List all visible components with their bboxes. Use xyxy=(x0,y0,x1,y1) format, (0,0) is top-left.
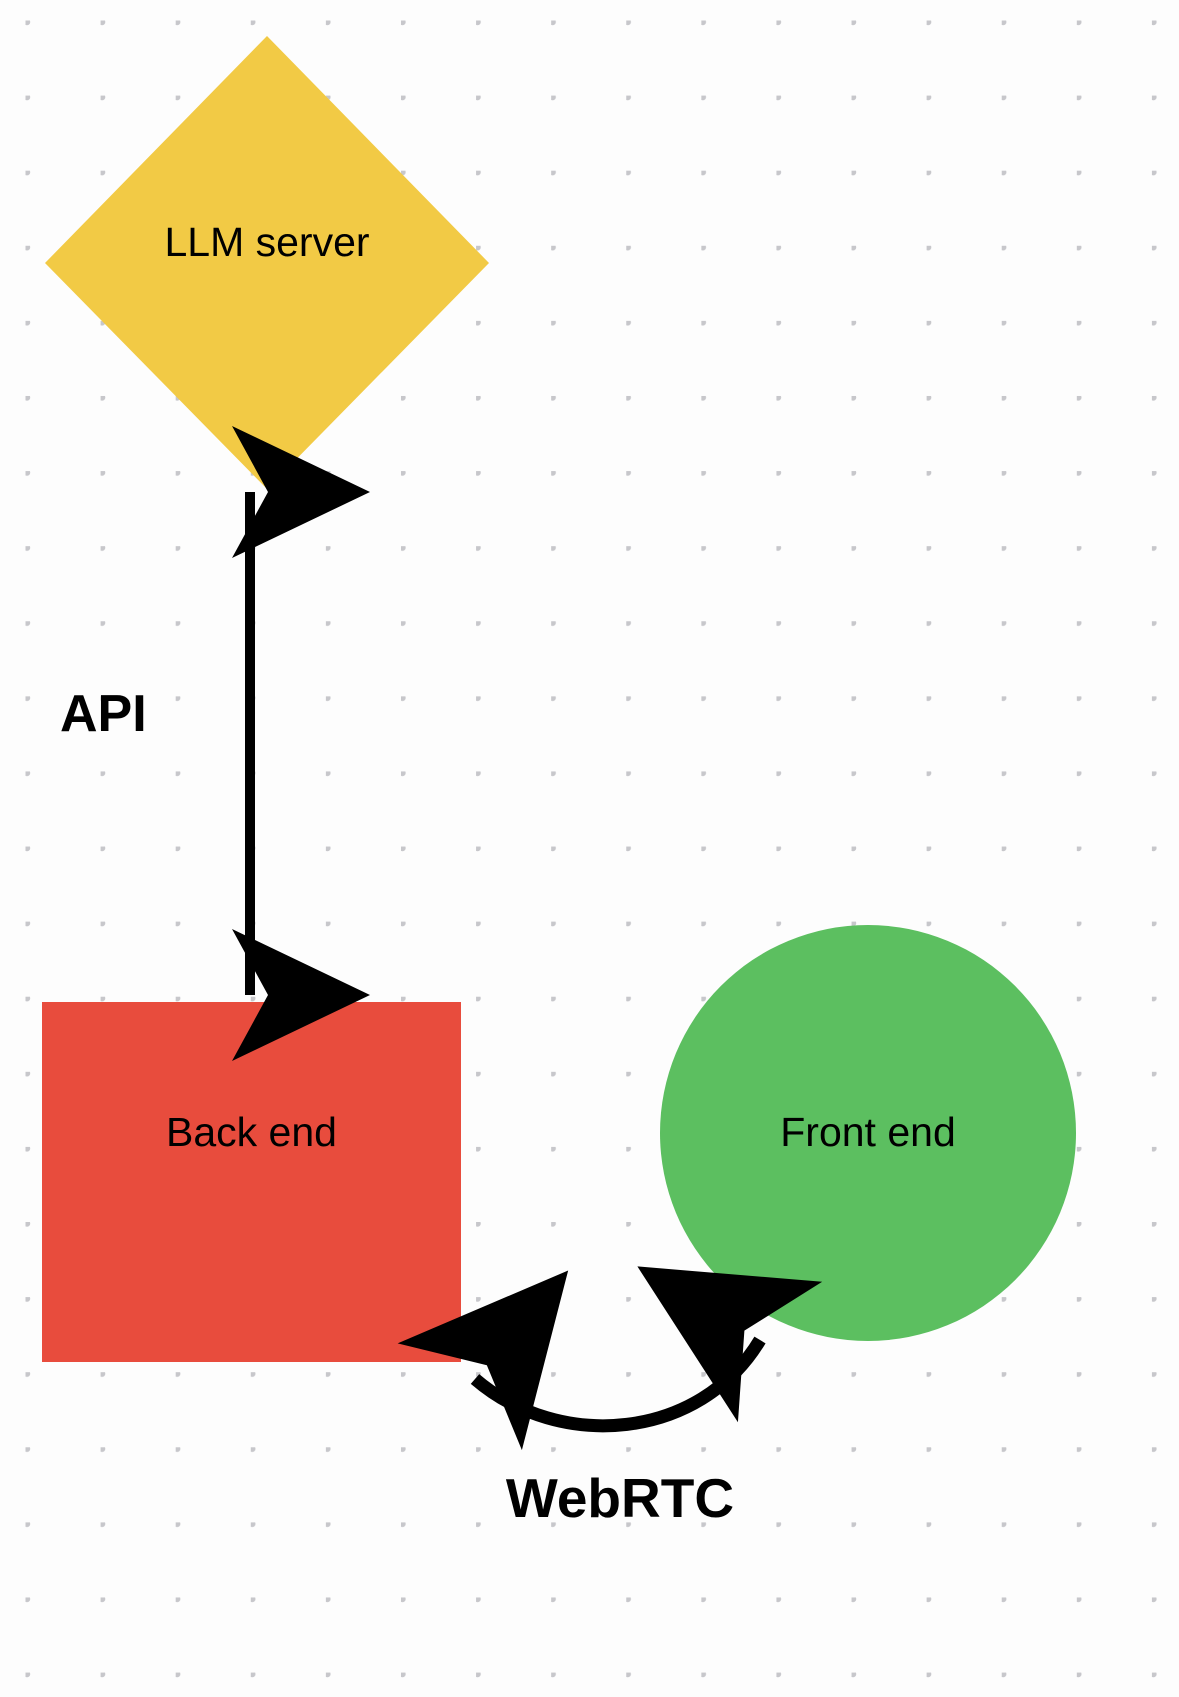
node-llm-server-shape[interactable] xyxy=(45,36,489,489)
node-back-end-shape[interactable] xyxy=(42,1002,461,1362)
edge-api-label: API xyxy=(60,685,147,743)
node-llm-server-label: LLM server xyxy=(164,219,370,265)
node-front-end-shape[interactable] xyxy=(660,925,1076,1341)
edge-webrtc-label: WebRTC xyxy=(505,1467,735,1529)
node-back-end-label: Back end xyxy=(166,1109,337,1155)
edge-webrtc-arrow[interactable] xyxy=(397,1266,823,1451)
node-front-end-label: Front end xyxy=(780,1109,956,1155)
